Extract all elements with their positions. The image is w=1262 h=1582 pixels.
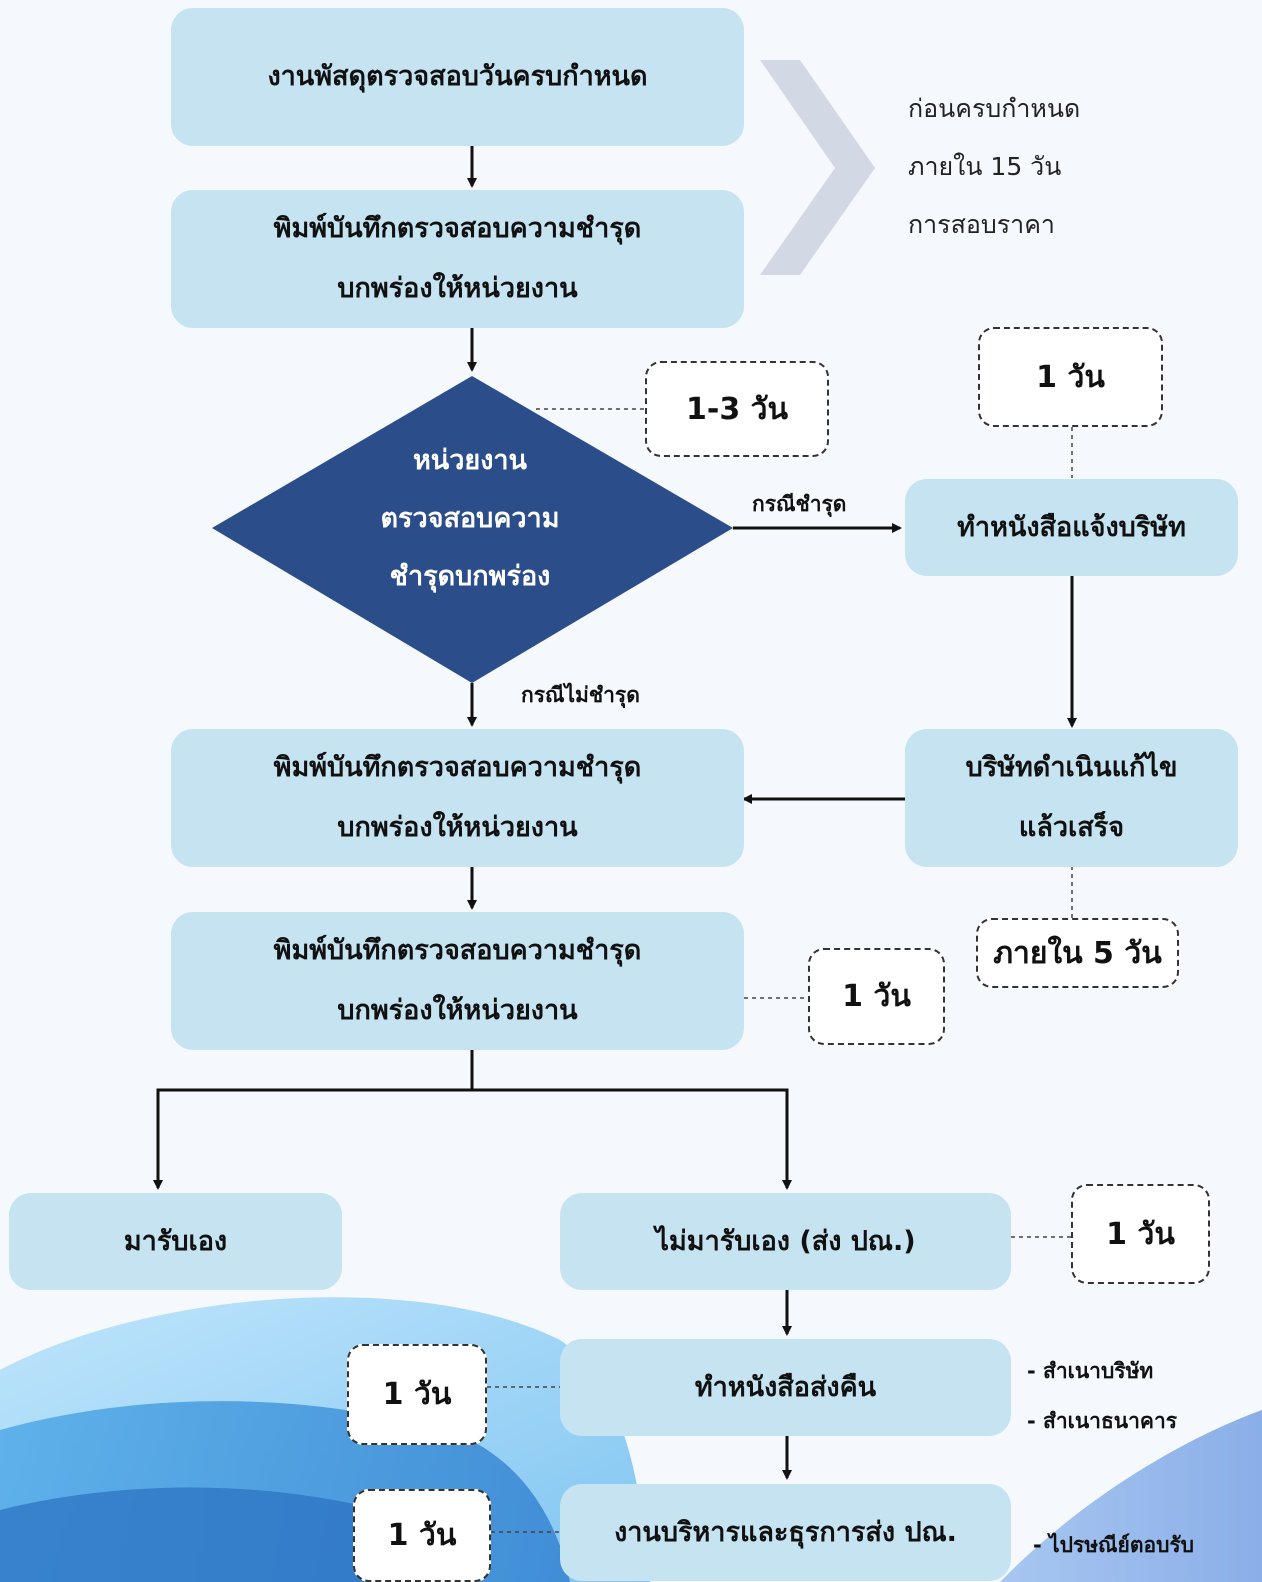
decision-line2: ตรวจสอบความ bbox=[380, 503, 560, 534]
split-connector-right bbox=[472, 1088, 792, 1190]
step-print-memo-1-line1: พิมพ์บันทึกตรวจสอบความชำรุด bbox=[273, 213, 642, 244]
step-notify-company-text: ทำหนังสือแจ้งบริษัท bbox=[957, 511, 1186, 543]
step-print-memo-3-line1: พิมพ์บันทึกตรวจสอบความชำรุด bbox=[273, 935, 642, 966]
step-print-memo-3-line2: บกพร่องให้หน่วยงาน bbox=[337, 995, 578, 1026]
step-print-memo-1-line2: บกพร่องให้หน่วยงาน bbox=[337, 273, 578, 304]
step-company-fix-line2: แล้วเสร็จ bbox=[1018, 812, 1125, 843]
step-admin-mail: งานบริหารและธุรการส่ง ปณ. bbox=[560, 1484, 1011, 1581]
duration-tag-notify: 1 วัน bbox=[978, 327, 1163, 427]
step-print-memo-2: พิมพ์บันทึกตรวจสอบความชำรุด บกพร่องให้หน… bbox=[171, 729, 744, 867]
step-pickup-self: มารับเอง bbox=[9, 1193, 342, 1290]
decision-line3: ชำรุดบกพร่อง bbox=[389, 561, 551, 592]
decision-line1: หน่วยงาน bbox=[412, 445, 528, 476]
decision-diamond bbox=[212, 376, 733, 683]
duration-tag-1-3-days: 1-3 วัน bbox=[645, 361, 829, 457]
duration-tag-print: 1 วัน bbox=[808, 948, 945, 1045]
step-company-fix-line1: บริษัทดำเนินแก้ไข bbox=[965, 752, 1178, 783]
step-return-letter-text: ทำหนังสือส่งคืน bbox=[694, 1371, 877, 1403]
side-note-line1: ก่อนครบกำหนด bbox=[908, 94, 1081, 123]
split-connector bbox=[153, 1050, 474, 1190]
copies-item-company: - สำเนาบริษัท bbox=[1027, 1359, 1154, 1383]
side-note-line2: ภายใน 15 วัน bbox=[908, 152, 1062, 181]
step-admin-mail-text: งานบริหารและธุรการส่ง ปณ. bbox=[614, 1516, 957, 1548]
duration-tag-return: 1 วัน bbox=[347, 1344, 487, 1445]
step-not-pickup-text: ไม่มารับเอง (ส่ง ปณ.) bbox=[655, 1225, 916, 1257]
step-print-memo-2-line2: บกพร่องให้หน่วยงาน bbox=[337, 812, 578, 843]
copies-list: - สำเนาบริษัท - สำเนาธนาคาร bbox=[1027, 1346, 1177, 1446]
step-notify-company: ทำหนังสือแจ้งบริษัท bbox=[905, 479, 1238, 576]
duration-tag-admin: 1 วัน bbox=[353, 1489, 491, 1582]
decision-label: หน่วยงาน ตรวจสอบความ ชำรุดบกพร่อง bbox=[300, 432, 640, 606]
branch-damaged-label: กรณีชำรุด bbox=[752, 492, 847, 516]
duration-tag-mail: 1 วัน bbox=[1071, 1184, 1210, 1284]
side-note-line3: การสอบราคา bbox=[908, 210, 1055, 239]
step-check-due-date-text: งานพัสดุตรวจสอบวันครบกำหนด bbox=[267, 61, 648, 92]
step-company-fix: บริษัทดำเนินแก้ไข แล้วเสร็จ bbox=[905, 729, 1238, 867]
copies-item-bank: - สำเนาธนาคาร bbox=[1027, 1409, 1178, 1433]
side-note: ก่อนครบกำหนด ภายใน 15 วัน การสอบราคา bbox=[908, 80, 1080, 254]
branch-not-damaged-label: กรณีไม่ชำรุด bbox=[521, 683, 640, 707]
step-return-letter: ทำหนังสือส่งคืน bbox=[560, 1339, 1011, 1436]
duration-tag-5-days: ภายใน 5 วัน bbox=[976, 918, 1179, 988]
step-pickup-self-text: มารับเอง bbox=[123, 1225, 228, 1257]
step-print-memo-1: พิมพ์บันทึกตรวจสอบความชำรุด บกพร่องให้หน… bbox=[171, 190, 744, 328]
step-check-due-date: งานพัสดุตรวจสอบวันครบกำหนด bbox=[171, 8, 744, 146]
step-not-pickup: ไม่มารับเอง (ส่ง ปณ.) bbox=[560, 1193, 1011, 1290]
step-print-memo-2-line1: พิมพ์บันทึกตรวจสอบความชำรุด bbox=[273, 752, 642, 783]
receipt-note: - ไปรษณีย์ตอบรับ bbox=[1033, 1533, 1195, 1557]
step-print-memo-3: พิมพ์บันทึกตรวจสอบความชำรุด บกพร่องให้หน… bbox=[171, 912, 744, 1050]
